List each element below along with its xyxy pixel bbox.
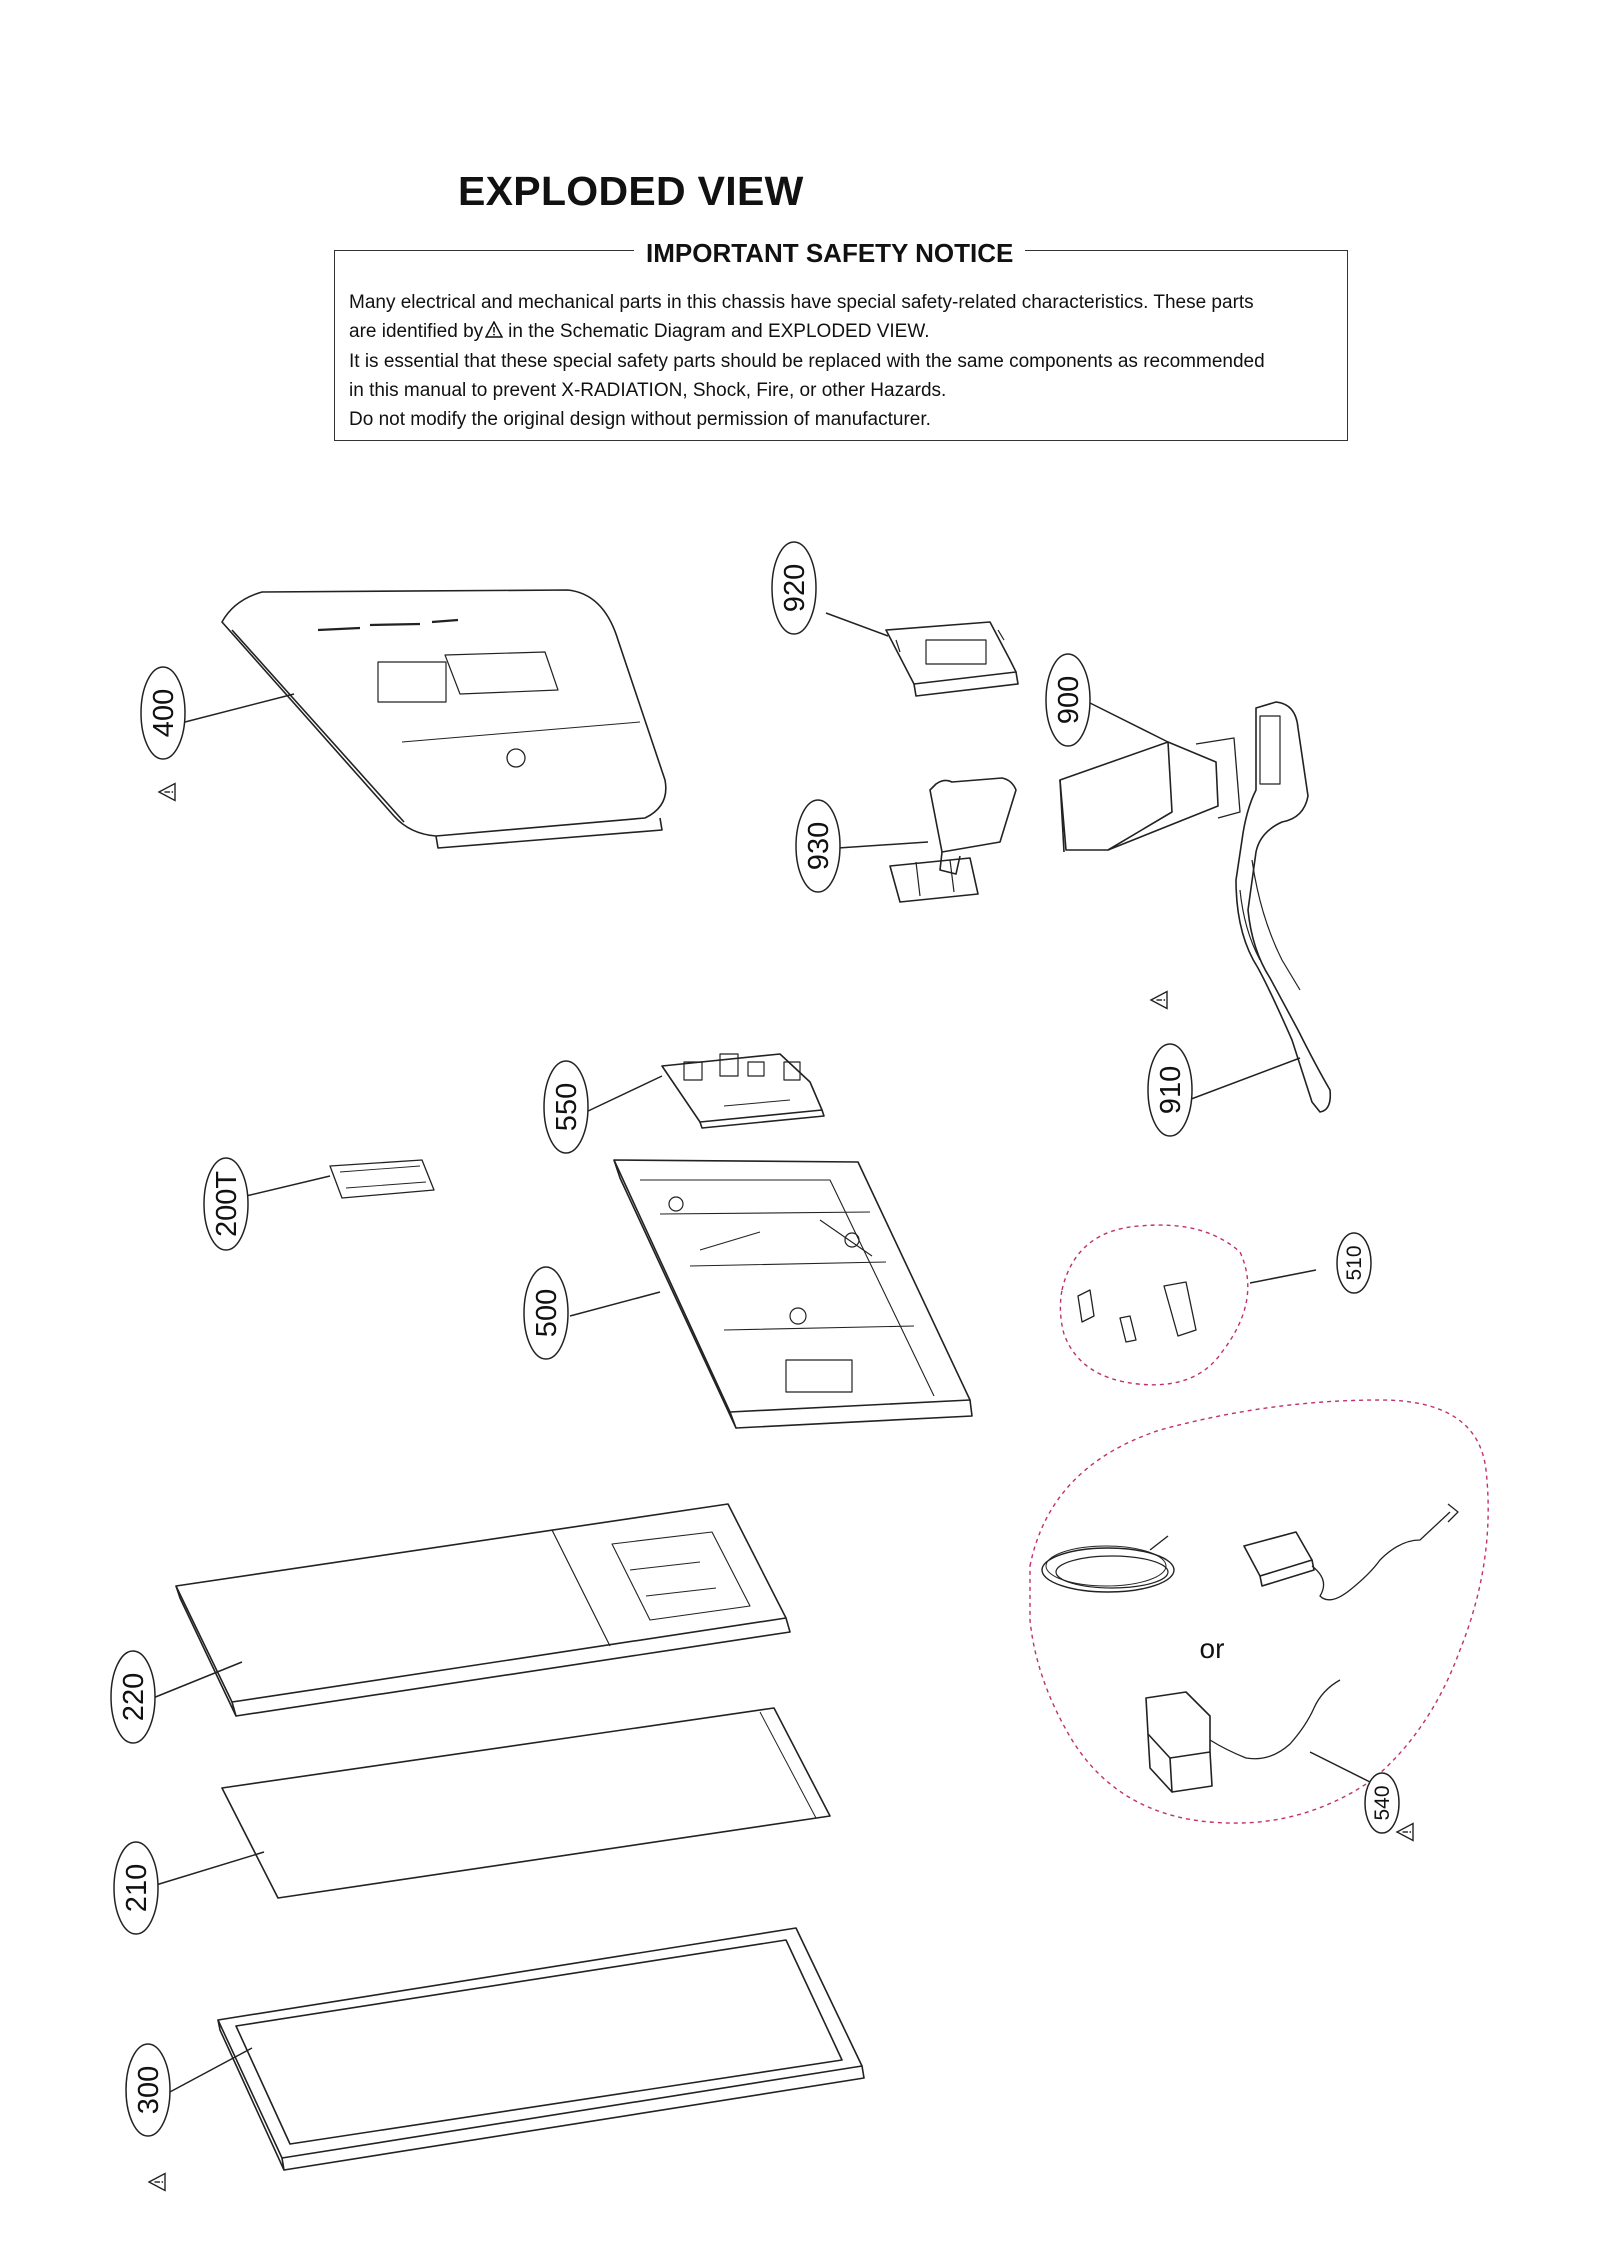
chassis-frame-part-500 xyxy=(613,1159,973,1429)
alternative-or-label: or xyxy=(1200,1633,1225,1664)
warning-triangle-icon xyxy=(158,782,176,802)
notice-line-2: are identified by in the Schematic Diagra… xyxy=(349,317,1339,347)
safety-notice-text: Many electrical and mechanical parts in … xyxy=(349,288,1339,434)
callout-400: 400 xyxy=(148,689,180,737)
notice-line-4: in this manual to prevent X-RADIATION, S… xyxy=(349,380,947,401)
warning-triangle-icon xyxy=(484,318,504,347)
warning-triangle-icon xyxy=(148,2172,166,2192)
bracket-part-920 xyxy=(885,621,1019,697)
front-bezel-part-300 xyxy=(217,1927,865,2171)
callout-900: 900 xyxy=(1053,676,1085,724)
small-parts-510 xyxy=(1077,1281,1197,1343)
rear-cover-part xyxy=(221,589,667,849)
wall-adapter-part-540 xyxy=(1145,1679,1341,1793)
callout-200T: 200T xyxy=(211,1171,243,1237)
callout-210: 210 xyxy=(121,1864,153,1912)
callout-220: 220 xyxy=(118,1673,150,1721)
warning-triangle-icon xyxy=(1150,990,1168,1010)
callout-910: 910 xyxy=(1155,1066,1187,1114)
stand-base-part-910 xyxy=(1235,701,1332,1113)
power-cord-part-540 xyxy=(1041,1535,1175,1593)
warning-triangle-icon xyxy=(1396,1822,1414,1842)
ac-adapter-part-540 xyxy=(1243,1503,1459,1601)
dashed-group-510 xyxy=(1059,1224,1249,1386)
callout-540: 540 xyxy=(1371,1785,1394,1820)
callout-920: 920 xyxy=(779,564,811,612)
lcd-module-part-220 xyxy=(175,1503,791,1717)
callout-300: 300 xyxy=(133,2066,165,2114)
notice-line-5: Do not modify the original design withou… xyxy=(349,409,931,430)
callout-550: 550 xyxy=(551,1083,583,1131)
callout-930: 930 xyxy=(803,822,835,870)
callout-510: 510 xyxy=(1343,1245,1366,1280)
main-board-part-550 xyxy=(661,1053,825,1129)
page-title: EXPLODED VIEW xyxy=(458,168,804,214)
notice-line-2-start: are identified by xyxy=(349,321,484,342)
notice-line-2-end: in the Schematic Diagram and EXPLODED VI… xyxy=(508,321,930,342)
key-board-part-200T xyxy=(329,1159,435,1199)
panel-sheet-part-210 xyxy=(221,1707,831,1899)
safety-notice-heading: IMPORTANT SAFETY NOTICE xyxy=(634,238,1026,269)
callout-500: 500 xyxy=(531,1289,563,1337)
notice-line-1: Many electrical and mechanical parts in … xyxy=(349,292,1254,313)
hinge-part-930 xyxy=(889,777,1017,903)
stand-neck-part-900 xyxy=(1059,737,1241,853)
notice-line-3: It is essential that these special safet… xyxy=(349,351,1265,372)
dashed-group-540 xyxy=(1029,1399,1489,1824)
